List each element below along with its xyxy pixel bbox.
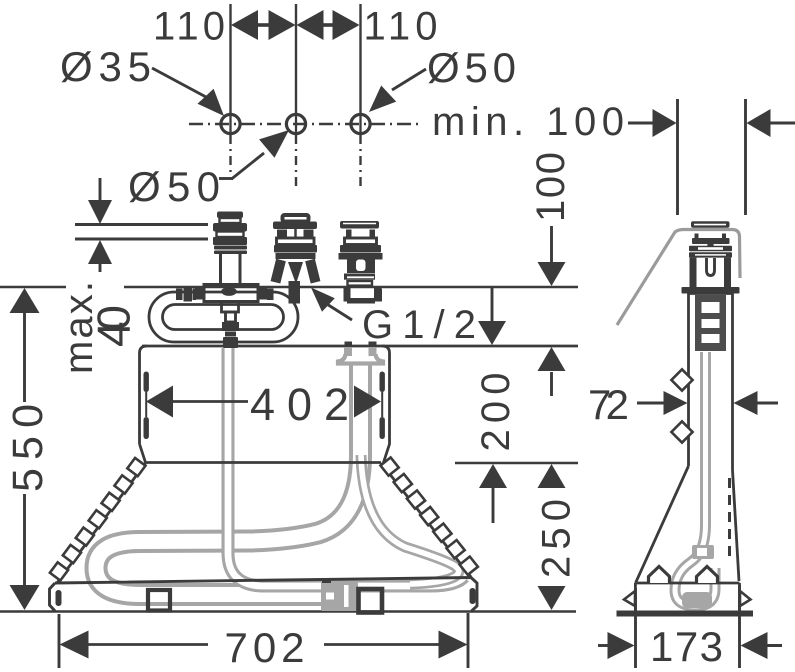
svg-text:173: 173 [650,623,723,670]
svg-text:110: 110 [364,5,438,49]
svg-text:702: 702 [225,624,305,671]
svg-text:550: 550 [4,404,52,492]
svg-text:Ø35: Ø35 [60,43,151,90]
svg-text:72: 72 [588,381,629,428]
svg-text:402: 402 [250,379,349,430]
svg-text:Ø50: Ø50 [427,44,516,91]
svg-text:200: 200 [474,373,518,452]
svg-text:max.: max. [57,281,101,374]
svg-text:100: 100 [529,152,573,222]
svg-text:250: 250 [535,499,579,578]
svg-text:Ø50: Ø50 [128,163,220,210]
svg-text:G1/2: G1/2 [362,303,476,347]
svg-text:110: 110 [153,5,225,49]
svg-text:40: 40 [88,305,140,347]
